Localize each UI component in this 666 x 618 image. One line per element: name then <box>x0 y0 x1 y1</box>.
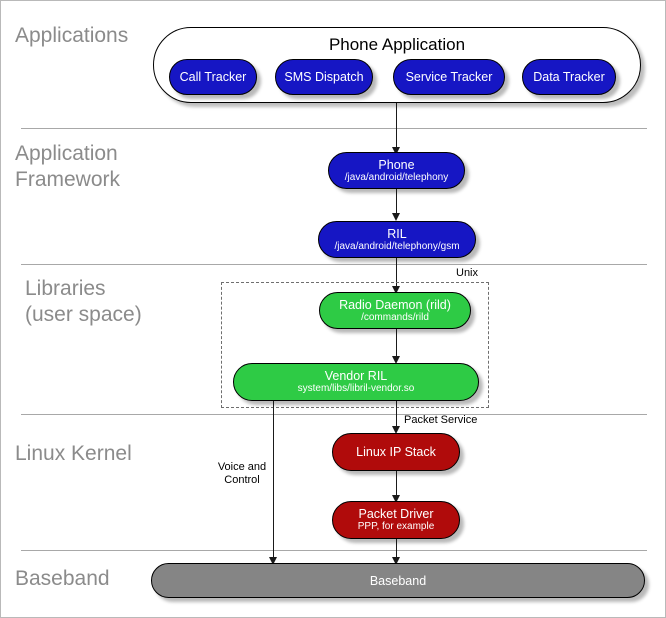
node-packet-driver-title: Packet Driver <box>358 507 434 521</box>
arrowhead-apps-to-phone <box>392 147 400 155</box>
node-radio-daemon-subtitle: /commands/rild <box>361 311 429 323</box>
node-radio-daemon-title: Radio Daemon (rild) <box>339 297 451 312</box>
node-vendor-ril-title: Vendor RIL <box>324 369 388 383</box>
connector-radio-daemon-to-vendor-ril <box>396 329 398 359</box>
unix-group-label: Unix <box>456 267 479 279</box>
node-ril-title: RIL <box>387 226 407 241</box>
arrowhead-packet-driver-to-baseband <box>392 557 400 565</box>
node-phone-title: Phone <box>378 157 415 172</box>
phone-application-title: Phone Application <box>328 35 466 54</box>
app-box-call-tracker[interactable]: Call Tracker <box>169 59 257 95</box>
connector-apps-to-phone <box>396 103 398 151</box>
app-label-sms-dispatch: SMS Dispatch <box>284 70 364 84</box>
app-label-call-tracker: Call Tracker <box>179 70 247 84</box>
layer-divider-applications <box>21 128 647 129</box>
connector-linux-ip-to-packet-driver <box>396 471 398 498</box>
node-radio-daemon[interactable]: Radio Daemon (rild) /commands/rild <box>319 292 471 329</box>
connector-label-voice-and-control: Voice and Control <box>217 461 267 486</box>
connector-vendor-ril-to-baseband <box>273 401 275 566</box>
node-baseband[interactable]: Baseband <box>151 563 645 598</box>
arrowhead-vendor-ril-to-baseband <box>269 557 277 565</box>
node-ril-subtitle: /java/android/telephony/gsm <box>334 240 460 252</box>
node-vendor-ril[interactable]: Vendor RIL system/libs/libril-vendor.so <box>233 363 479 401</box>
node-linux-ip-stack-title: Linux IP Stack <box>356 445 436 459</box>
app-box-service-tracker[interactable]: Service Tracker <box>393 59 505 95</box>
connector-phone-to-ril <box>396 189 398 216</box>
arrowhead-phone-to-ril <box>392 213 400 221</box>
layer-label-applications: Applications <box>15 24 129 47</box>
node-baseband-title: Baseband <box>369 573 427 588</box>
node-packet-driver-subtitle: PPP, for example <box>357 521 435 532</box>
arrowhead-vendor-ril-to-linux-ip <box>392 426 400 434</box>
node-phone[interactable]: Phone /java/android/telephony <box>328 152 465 189</box>
app-box-data-tracker[interactable]: Data Tracker <box>522 59 616 95</box>
layer-divider-libraries <box>21 414 647 415</box>
arrowhead-radio-daemon-to-vendor-ril <box>392 356 400 364</box>
connector-label-packet-service: Packet Service <box>404 414 478 426</box>
arrowhead-ril-to-radio-daemon <box>392 286 400 294</box>
node-phone-subtitle: /java/android/telephony <box>344 171 449 183</box>
app-label-data-tracker: Data Tracker <box>533 70 605 84</box>
unix-group-boundary <box>221 282 489 408</box>
node-linux-ip-stack[interactable]: Linux IP Stack <box>332 433 460 471</box>
layer-label-libraries: Libraries (user space) <box>25 277 142 326</box>
app-label-service-tracker: Service Tracker <box>405 70 493 84</box>
node-packet-driver[interactable]: Packet Driver PPP, for example <box>332 501 460 539</box>
connector-vendor-ril-to-linux-ip <box>396 401 398 429</box>
arrowhead-linux-ip-to-packet-driver <box>392 495 400 503</box>
node-ril[interactable]: RIL /java/android/telephony/gsm <box>318 221 476 258</box>
layer-label-linux-kernel: Linux Kernel <box>15 442 132 465</box>
layer-label-baseband: Baseband <box>15 567 110 590</box>
node-vendor-ril-subtitle: system/libs/libril-vendor.so <box>297 383 415 394</box>
layer-divider-linux-kernel <box>21 550 647 551</box>
connector-ril-to-radio-daemon <box>396 258 398 289</box>
layer-divider-application-framework <box>21 264 647 265</box>
app-box-sms-dispatch[interactable]: SMS Dispatch <box>275 59 373 95</box>
layer-label-application-framework: Application Framework <box>15 142 121 191</box>
connector-packet-driver-to-baseband <box>396 539 398 566</box>
